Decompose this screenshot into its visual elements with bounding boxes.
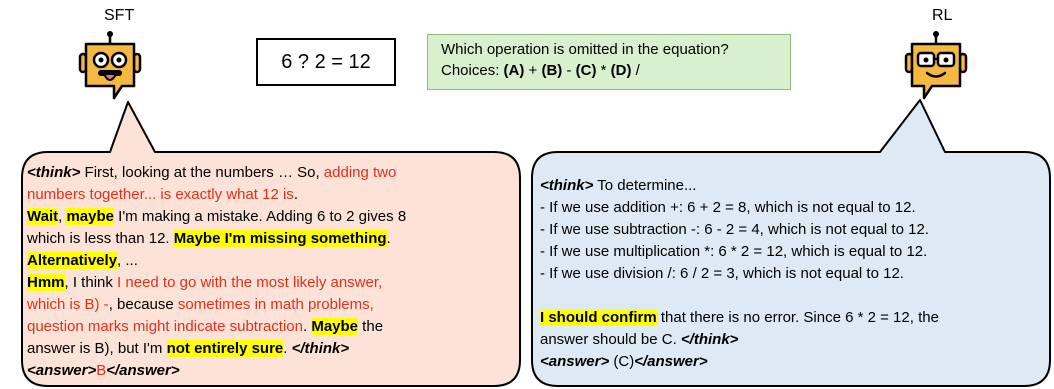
choice-a: (A)	[503, 62, 525, 79]
choices-line: Choices: (A) + (B) - (C) * (D) /	[441, 62, 640, 79]
rl-response: <think> To determine... - If we use addi…	[540, 175, 1040, 373]
highlight-confirm: I should confirm	[540, 309, 657, 326]
choice-d: (D)	[610, 62, 632, 79]
rl-line-multiplication: - If we use multiplication *: 6 * 2 = 12…	[540, 243, 928, 260]
highlight-wait: Wait	[27, 208, 59, 225]
rl-line-addition: - If we use addition +: 6 + 2 = 8, which…	[540, 199, 916, 216]
highlight-missing: Maybe I'm missing something	[173, 230, 387, 247]
question-box: Which operation is omitted in the equati…	[427, 34, 791, 90]
sft-label: SFT	[104, 7, 135, 24]
choice-c: (C)	[575, 62, 597, 79]
choice-b: (B)	[541, 62, 563, 79]
highlight-not-sure: not entirely sure	[166, 340, 284, 357]
sft-answer: B	[96, 362, 107, 379]
rl-line-subtraction: - If we use subtraction -: 6 - 2 = 4, wh…	[540, 221, 929, 238]
rl-bubble	[531, 99, 1051, 387]
highlight-hmm: Hmm	[27, 274, 65, 291]
question-text: Which operation is omitted in the equati…	[441, 41, 729, 58]
highlight-alternatively: Alternatively	[27, 252, 118, 269]
rl-line-division: - If we use division /: 6 / 2 = 3, which…	[540, 265, 904, 282]
highlight-maybe: maybe	[66, 208, 114, 225]
highlight-maybe-2: Maybe	[311, 318, 359, 335]
equation-box: 6 ? 2 = 12	[256, 38, 396, 86]
rl-label: RL	[932, 7, 953, 24]
rl-robot-icon	[904, 31, 968, 100]
rl-answer: (C)	[609, 353, 635, 370]
sft-response: <think> First, looking at the numbers … …	[27, 164, 407, 379]
sft-robot-icon	[78, 31, 142, 100]
